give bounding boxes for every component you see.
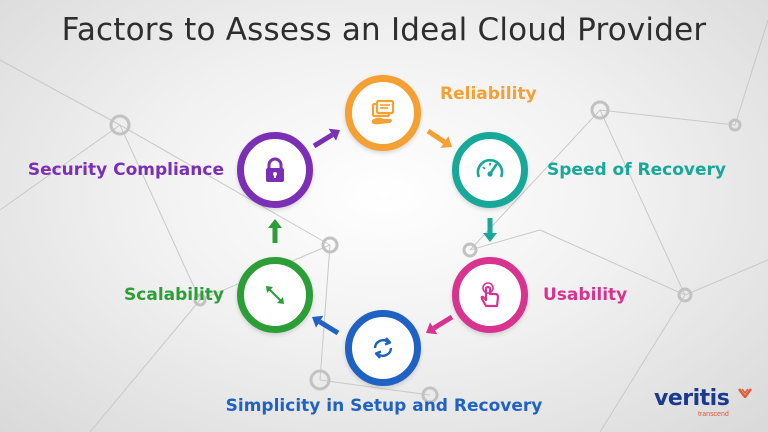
arrow-scalability-to-security (268, 219, 282, 243)
arrow-reliability-to-speed (426, 128, 452, 148)
touch-hand-icon (480, 282, 500, 308)
label-speed: Speed of Recovery (547, 160, 727, 180)
node-speed (452, 132, 528, 208)
arrow-simplicity-to-scalability (312, 315, 340, 336)
arrow-speed-to-usability (483, 218, 497, 242)
resize-arrows-icon (266, 286, 284, 304)
refresh-cycle-icon (373, 337, 393, 359)
logo-mark-icon (738, 388, 752, 398)
label-security: Security Compliance (27, 160, 224, 180)
node-scalability (237, 257, 313, 333)
veritis-logo: veritis transcend (654, 386, 754, 420)
node-security (237, 132, 313, 208)
node-simplicity (345, 310, 421, 386)
padlock-icon (266, 157, 284, 182)
label-usability: Usability (543, 285, 628, 305)
logo-name: veritis (654, 386, 730, 411)
hand-with-documents-icon (371, 99, 395, 125)
node-usability (452, 257, 528, 333)
arrow-usability-to-simplicity (426, 314, 454, 335)
label-scalability: Scalability (124, 285, 224, 305)
speedometer-icon (476, 158, 504, 178)
page-title: Factors to Assess an Ideal Cloud Provide… (61, 12, 707, 48)
node-reliability (345, 75, 421, 151)
arrow-security-to-reliability (312, 128, 340, 149)
logo-tagline: transcend (698, 411, 729, 418)
label-reliability: Reliability (440, 84, 537, 104)
label-simplicity: Simplicity in Setup and Recovery (225, 396, 543, 416)
